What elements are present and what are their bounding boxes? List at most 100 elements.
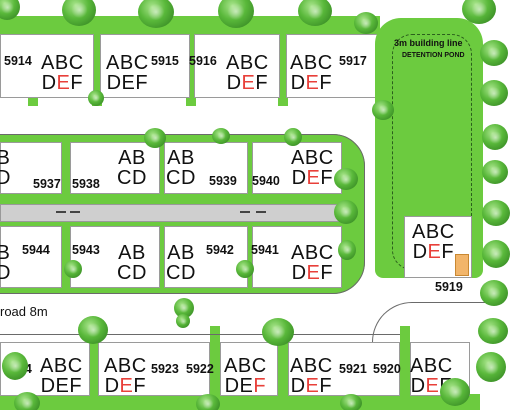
unit-letter: D [131, 262, 147, 284]
lot-5939-parcel[interactable] [164, 142, 248, 194]
unit-letter: D [410, 375, 426, 397]
lot-5916-parcel[interactable] [194, 34, 280, 98]
unit-letter: D [290, 375, 306, 397]
unit-letter: B [131, 147, 146, 169]
unit-letter: D [40, 375, 56, 397]
unit-letter: D [41, 72, 57, 94]
unit-letter: A [291, 242, 305, 264]
lot-5944-parcel[interactable] [0, 226, 62, 288]
lot-units-5919: ABC DEF [412, 222, 455, 262]
tree-icon [480, 80, 508, 106]
tree-icon [482, 240, 510, 268]
unit-letter: E [56, 72, 71, 94]
lot-number: 5915 [151, 54, 179, 68]
unit-letter: D [131, 167, 147, 189]
unit-letter: E [306, 167, 321, 189]
unit-letter: F [255, 72, 269, 94]
unit-letter: D [291, 167, 307, 189]
path-marker-3 [240, 211, 250, 213]
unit-letter: A [226, 52, 240, 74]
lot-5937-parcel[interactable] [0, 142, 62, 194]
unit-letter: A [118, 147, 132, 169]
lot-number: 5939 [209, 174, 237, 188]
pond-label: DETENTION POND [402, 52, 465, 59]
lot-units-5923: ABC DEF [104, 356, 147, 396]
tree-icon [14, 392, 40, 410]
tree-icon [334, 168, 358, 190]
unit-letter: C [117, 167, 132, 189]
unit-letter: B [180, 147, 195, 169]
lot-number: 5917 [339, 54, 367, 68]
unit-letter: D [106, 72, 122, 94]
lot-5917-parcel[interactable] [286, 34, 378, 98]
lot-units-5917: ABC DEF [290, 53, 333, 93]
unit-letter: C [67, 355, 83, 377]
lot-5943-parcel[interactable] [70, 226, 160, 288]
unit-letter: B [54, 52, 69, 74]
unit-letter: B [53, 355, 68, 377]
lot-number: 5919 [435, 280, 463, 294]
unit-letter: C [437, 355, 453, 377]
lot-number: 5941 [251, 243, 279, 257]
lot-5923-parcel[interactable] [98, 342, 210, 396]
unit-letter: E [121, 72, 136, 94]
tree-icon [298, 0, 332, 26]
unit-letter: A [167, 147, 181, 169]
tree-icon [138, 0, 174, 28]
lot-number: 5920 [373, 362, 401, 376]
tree-icon [440, 378, 470, 406]
road-curb-corner [372, 302, 492, 342]
lot-5915-parcel[interactable] [100, 34, 190, 98]
lot-number: 5916 [189, 54, 217, 68]
tree-icon [212, 128, 230, 144]
unit-letter: A [290, 52, 304, 74]
tree-icon [262, 318, 294, 346]
unit-letter: C [318, 242, 334, 264]
unit-letter: B [117, 355, 132, 377]
tree-icon [218, 0, 254, 28]
unit-letter: E [55, 375, 70, 397]
green-strip-top-divider-1 [92, 16, 102, 106]
unit-letter: B [0, 242, 11, 264]
unit-letter: B [423, 355, 438, 377]
tree-icon [62, 0, 96, 26]
unit-letter: D [290, 72, 306, 94]
green-strip-top-divider-2 [186, 16, 196, 106]
lot-5914-parcel[interactable] [0, 34, 94, 98]
unit-letter: E [305, 375, 320, 397]
unit-letter: C [131, 355, 147, 377]
lot-number: 5944 [22, 243, 50, 257]
pedestrian-path-middle [0, 204, 345, 222]
tree-icon [482, 124, 508, 150]
lot-units-5939: AB CD [166, 148, 196, 188]
lot-units-5924: ABC DEF [40, 356, 83, 396]
tree-icon [174, 298, 194, 318]
unit-letter: E [119, 375, 134, 397]
unit-letter: F [441, 241, 455, 263]
tree-icon [78, 316, 108, 344]
tree-icon [354, 12, 378, 34]
tree-icon [476, 352, 506, 382]
unit-letter: C [166, 167, 181, 189]
tree-icon [176, 314, 190, 328]
tree-icon [144, 128, 166, 148]
green-strip-bottom-divider-2 [210, 326, 220, 410]
unit-letter: C [68, 52, 84, 74]
lot-5942-parcel[interactable] [164, 226, 248, 288]
unit-letter: B [425, 221, 440, 243]
lot-5938-parcel[interactable] [70, 142, 160, 194]
tree-icon [284, 128, 302, 146]
lot-5922-parcel[interactable] [220, 342, 278, 396]
lot-number: 5937 [33, 177, 61, 191]
tree-icon [478, 318, 508, 344]
unit-letter: E [425, 375, 440, 397]
tree-icon [338, 240, 356, 260]
unit-letter: A [167, 242, 181, 264]
tree-icon [0, 0, 20, 20]
unit-letter: A [104, 355, 118, 377]
path-marker-1 [56, 211, 66, 213]
lot-units-5938: AB CD [117, 148, 147, 188]
unit-letter: F [69, 375, 83, 397]
unit-letter: C [251, 355, 267, 377]
unit-letter: C [439, 221, 455, 243]
